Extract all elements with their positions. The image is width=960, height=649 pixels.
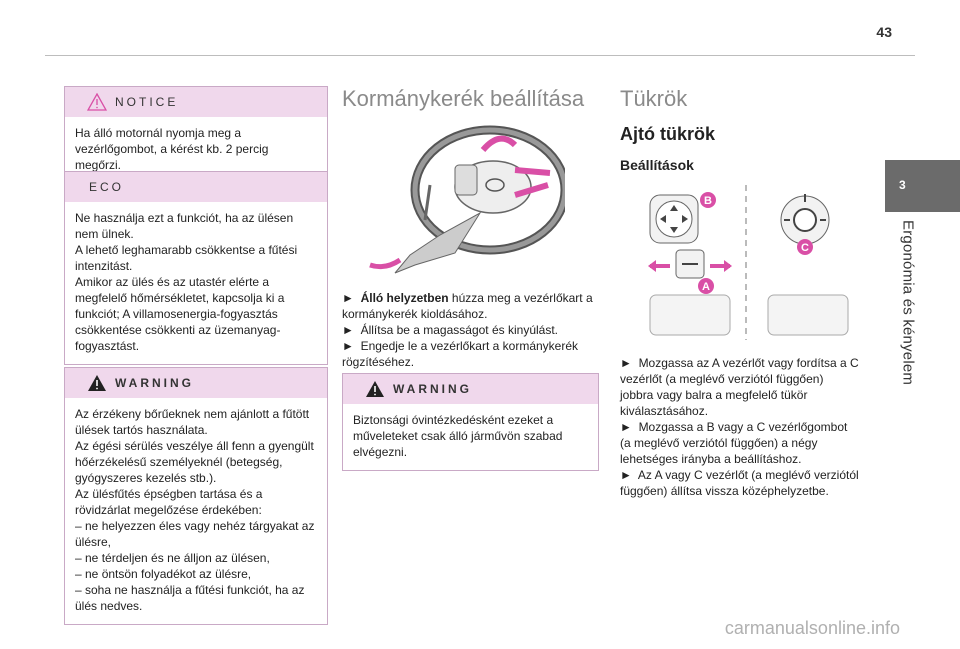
- steering-step-3: ► Engedje le a vezérlőkart a kormánykeré…: [342, 339, 579, 369]
- warning-label: WARNING: [115, 376, 194, 390]
- warning-line: Az égési sérülés veszélye áll fenn a gye…: [75, 439, 314, 485]
- chapter-tab[interactable]: 3: [885, 160, 960, 212]
- eco-line: Amikor az ülés és az utastér elérte a me…: [75, 275, 285, 353]
- label-c: C: [801, 242, 809, 254]
- notice-label: NOTICE: [115, 95, 179, 109]
- notice-header: NOTICE: [65, 87, 327, 117]
- steering-step-1: ► Álló helyzetben húzza meg a vezérlőkar…: [342, 291, 593, 321]
- steering-heading: Kormánykerék beállítása: [342, 86, 585, 111]
- steering-wheel-illustration: [369, 125, 565, 274]
- warning-header: WARNING: [343, 374, 598, 404]
- mirrors-steps: ► Mozgassa az A vezérlőt vagy fordítsa a…: [620, 355, 860, 499]
- warning-triangle-icon: [87, 93, 107, 111]
- warning-line: – ne öntsön folyadékot az ülésre,: [75, 567, 252, 581]
- eco-line: A lehető leghamarabb csökkentse a fűtési…: [75, 243, 298, 273]
- mirrors-subheading: Ajtó tükrök: [620, 124, 716, 144]
- steering-steps: ► Álló helyzetben húzza meg a vezérlőkar…: [342, 290, 597, 370]
- eco-box: ECO Ne használja ezt a funkciót, ha az ü…: [64, 171, 328, 365]
- warning-box: WARNING Az érzékeny bőrűeknek nem ajánlo…: [64, 367, 328, 625]
- warning-line: – soha ne használja a fűtési funkciót, h…: [75, 583, 305, 613]
- mirrors-step-2: ► Mozgassa a B vagy a C vezérlőgombot (a…: [620, 420, 848, 466]
- mirrors-step-1: ► Mozgassa az A vezérlőt vagy fordítsa a…: [620, 356, 859, 418]
- warning-line: Az ülésfűtés épségben tartása és a rövid…: [75, 487, 263, 517]
- mirrors-heading: Tükrök: [620, 86, 688, 111]
- warning-triangle-icon: [366, 381, 384, 397]
- warning-label: WARNING: [393, 382, 472, 396]
- page-number: 43: [876, 24, 892, 40]
- warning-line: – ne helyezzen éles vagy nehéz tárgyakat…: [75, 519, 315, 549]
- warning-line: Az érzékeny bőrűeknek nem ajánlott a fűt…: [75, 407, 310, 437]
- warning-line: – ne térdeljen és ne álljon az ülésen,: [75, 551, 270, 565]
- warning2-text: Biztonsági óvintézkedésként ezeket a műv…: [353, 413, 563, 459]
- notice-text: Ha álló motornál nyomja meg a vezérlőgom…: [75, 126, 269, 172]
- eco-header: ECO: [65, 172, 327, 202]
- mirrors-step-3: ► Az A vagy C vezérlőt (a meglévő verzió…: [620, 468, 859, 498]
- watermark: carmanualsonline.info: [724, 618, 900, 638]
- eco-line: Ne használja ezt a funkciót, ha az ülése…: [75, 211, 294, 241]
- warning-header: WARNING: [65, 368, 327, 398]
- chapter-number: 3: [899, 178, 906, 192]
- header-rule: [45, 55, 915, 56]
- label-a: A: [702, 281, 710, 293]
- mirrors-settings-heading: Beállítások: [620, 157, 694, 173]
- warning-box-2: WARNING Biztonsági óvintézkedésként ezek…: [342, 373, 599, 471]
- steering-step-2: ► Állítsa be a magasságot és kinyúlást.: [342, 323, 558, 337]
- chapter-title: Ergonómia és kényelem: [899, 220, 917, 386]
- notice-box: NOTICE Ha álló motornál nyomja meg a vez…: [64, 86, 328, 184]
- mirror-controls-illustration: B A C: [648, 185, 849, 340]
- warning-triangle-icon: [88, 375, 106, 391]
- eco-label: ECO: [89, 180, 125, 194]
- label-b: B: [704, 195, 712, 207]
